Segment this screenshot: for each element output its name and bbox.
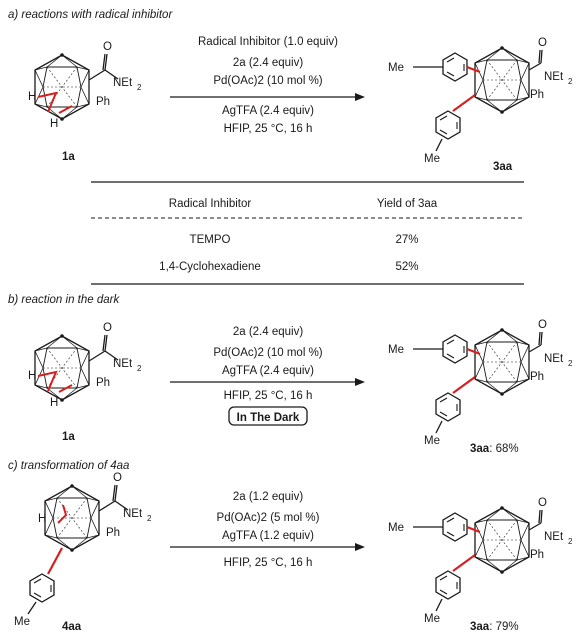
condition-line: 2a (2.4 equiv) bbox=[233, 57, 303, 69]
atom-h: H bbox=[28, 370, 36, 382]
section-a-header: a) reactions with radical inhibitor bbox=[8, 9, 173, 21]
reactant-label: 1a bbox=[62, 431, 75, 443]
atom-me: Me bbox=[388, 344, 404, 356]
atom-net2: NEt bbox=[544, 531, 564, 543]
reactant-label: 1a bbox=[62, 151, 75, 163]
arrow-head bbox=[355, 93, 365, 101]
atom-me: Me bbox=[424, 435, 440, 447]
atom-net2-sub: 2 bbox=[568, 537, 573, 546]
atom-net2: NEt bbox=[544, 353, 564, 365]
section-b-header: b) reaction in the dark bbox=[8, 294, 120, 306]
atom-h: H bbox=[38, 513, 46, 525]
reactant-label: 4aa bbox=[62, 621, 82, 633]
atom-o: O bbox=[103, 322, 112, 334]
atom-ph: Ph bbox=[530, 549, 544, 561]
reactant-4aa-structure bbox=[27, 483, 129, 615]
condition-line: AgTFA (1.2 equiv) bbox=[222, 530, 314, 542]
atom-ph: Ph bbox=[96, 377, 110, 389]
condition-line: AgTFA (2.4 equiv) bbox=[222, 365, 314, 377]
badge-text: In The Dark bbox=[237, 412, 300, 424]
table-cell-inhibitor: TEMPO bbox=[190, 234, 231, 246]
atom-ph: Ph bbox=[530, 89, 544, 101]
atom-o: O bbox=[538, 497, 547, 509]
atom-o: O bbox=[113, 472, 122, 484]
atom-net2: NEt bbox=[113, 77, 133, 89]
arrow-head bbox=[355, 543, 365, 551]
product-yield: 79% bbox=[496, 621, 519, 633]
atom-ph: Ph bbox=[96, 96, 110, 108]
atom-net2-sub: 2 bbox=[568, 359, 573, 368]
condition-line: 2a (1.2 equiv) bbox=[233, 491, 303, 503]
product-label: 3aa: 68% bbox=[470, 443, 519, 455]
condition-line: HFIP, 25 °C, 16 h bbox=[224, 390, 313, 402]
condition-line: Pd(OAc)2 (10 mol %) bbox=[213, 75, 322, 87]
section-c-header: c) transformation of 4aa bbox=[8, 460, 129, 472]
condition-line: Pd(OAc)2 (5 mol %) bbox=[217, 512, 320, 524]
atom-ph: Ph bbox=[106, 527, 120, 539]
atom-me: Me bbox=[388, 62, 404, 74]
arrow-head bbox=[355, 378, 365, 386]
product-name: 3aa bbox=[470, 621, 490, 633]
atom-me: Me bbox=[14, 616, 30, 628]
condition-line: HFIP, 25 °C, 16 h bbox=[224, 123, 313, 135]
table-cell-inhibitor: 1,4-Cyclohexadiene bbox=[159, 261, 261, 273]
atom-ph: Ph bbox=[530, 371, 544, 383]
product-label: 3aa bbox=[493, 161, 513, 173]
atom-h: H bbox=[50, 118, 58, 130]
atom-o: O bbox=[103, 41, 112, 53]
condition-line: Pd(OAc)2 (10 mol %) bbox=[213, 347, 322, 359]
product-3aa-structure bbox=[413, 505, 543, 612]
product-yield: 68% bbox=[496, 443, 519, 455]
atom-net2: NEt bbox=[544, 71, 564, 83]
table-cell-yield: 27% bbox=[395, 234, 418, 246]
product-3aa-structure bbox=[413, 327, 543, 434]
reactant-1a-structure bbox=[34, 333, 119, 403]
condition-line: HFIP, 25 °C, 16 h bbox=[224, 557, 313, 569]
atom-me: Me bbox=[424, 613, 440, 625]
table-row: TEMPO 27% bbox=[190, 234, 419, 246]
atom-net2-sub: 2 bbox=[137, 364, 142, 373]
table-cell-yield: 52% bbox=[395, 261, 418, 273]
atom-net2: NEt bbox=[113, 358, 133, 370]
atom-net2-sub: 2 bbox=[137, 83, 142, 92]
condition-line: 2a (2.4 equiv) bbox=[233, 326, 303, 338]
atom-me: Me bbox=[424, 153, 440, 165]
atom-me: Me bbox=[388, 522, 404, 534]
atom-net2-sub: 2 bbox=[568, 77, 573, 86]
table-row: 1,4-Cyclohexadiene 52% bbox=[159, 261, 418, 273]
in-the-dark-badge bbox=[228, 406, 308, 426]
atom-net2: NEt bbox=[123, 508, 143, 520]
reactant-1a-structure bbox=[34, 52, 119, 122]
atom-net2-sub: 2 bbox=[147, 514, 152, 523]
condition-line: Radical Inhibitor (1.0 equiv) bbox=[198, 36, 338, 48]
product-label: 3aa: 79% bbox=[470, 621, 519, 633]
table-header-inhibitor: Radical Inhibitor bbox=[169, 198, 252, 210]
table-header-yield: Yield of 3aa bbox=[377, 198, 438, 210]
product-3aa-structure bbox=[413, 45, 543, 152]
atom-o: O bbox=[538, 37, 547, 49]
atom-h: H bbox=[50, 397, 58, 409]
atom-o: O bbox=[538, 319, 547, 331]
product-name: 3aa bbox=[470, 443, 490, 455]
condition-line: AgTFA (2.4 equiv) bbox=[222, 105, 314, 117]
atom-h: H bbox=[28, 91, 36, 103]
